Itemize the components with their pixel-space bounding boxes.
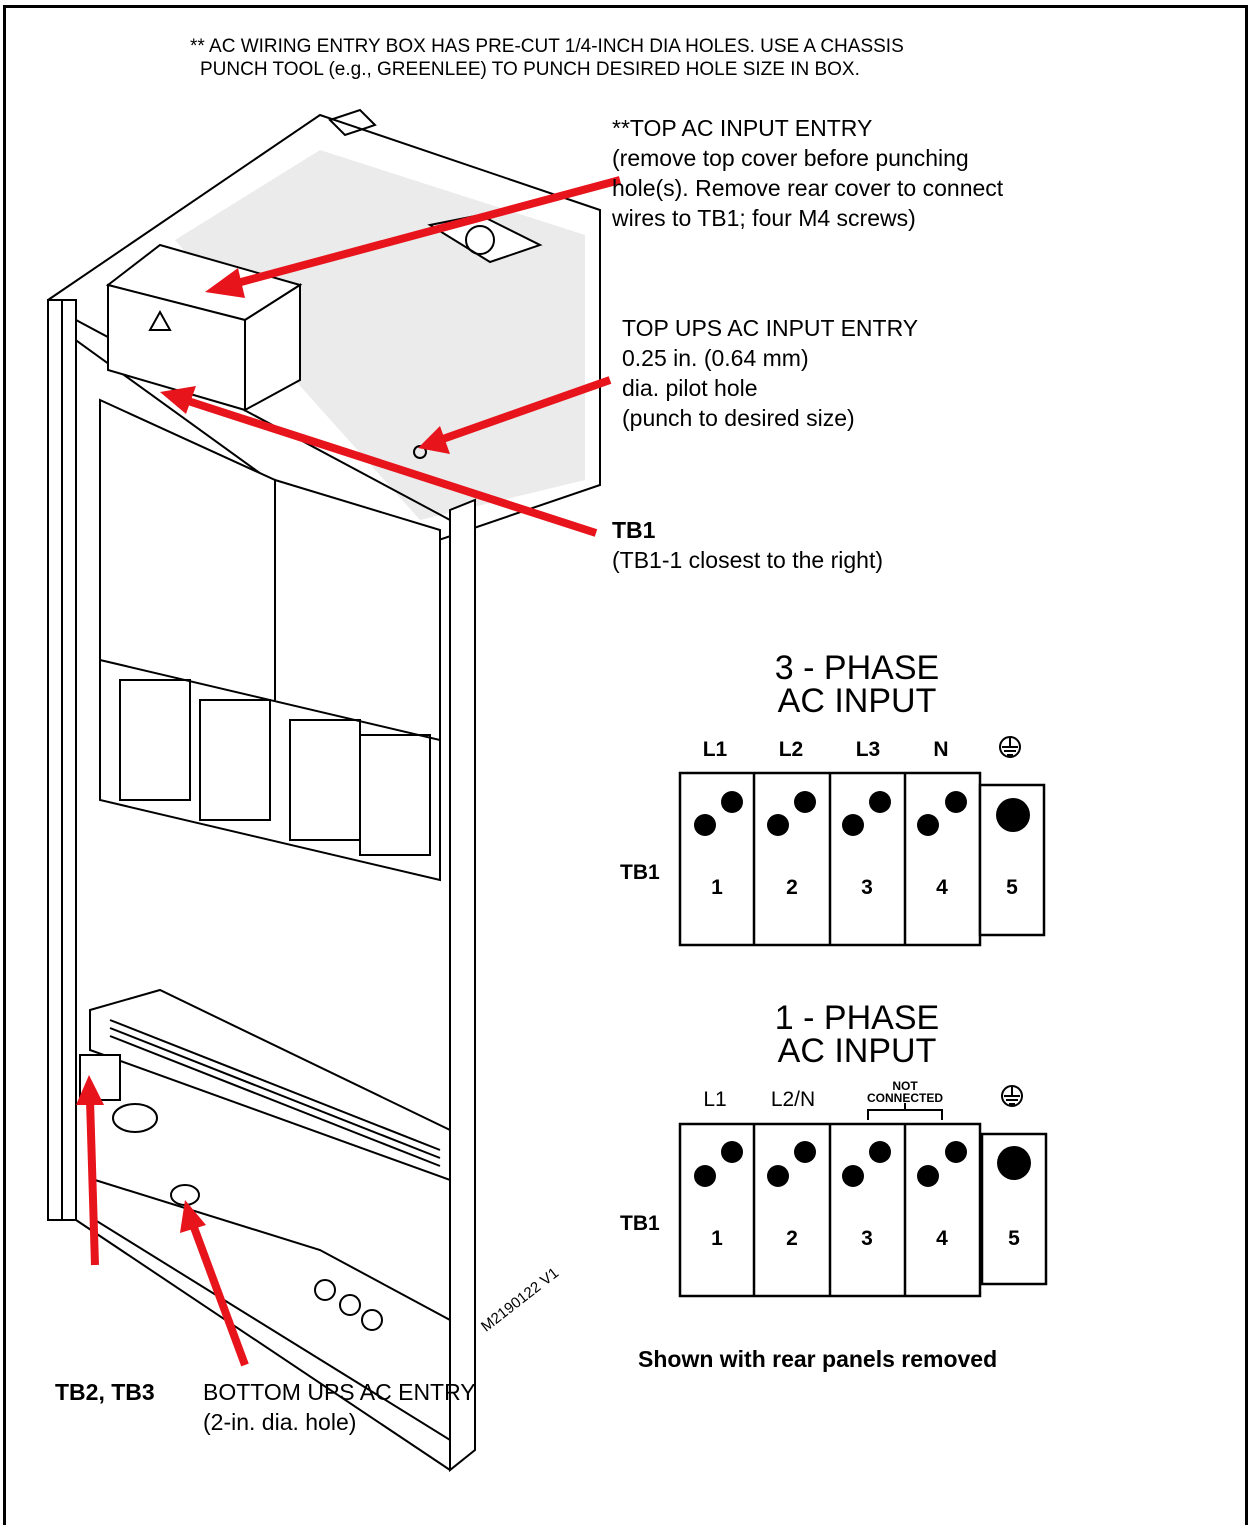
not-connected-line-2: CONNECTED [866,1091,943,1105]
one-phase-header-l1: L1 [703,1088,727,1111]
one-phase-header-l2n: L2/N [770,1088,816,1111]
note-line-2: PUNCH TOOL (e.g., GREENLEE) TO PUNCH DES… [200,59,860,80]
three-phase-title: 3 - PHASE AC INPUT [707,649,1007,720]
three-phase-title-1: 3 - PHASE [774,649,940,687]
one-phase-terminal-5: 5 [1008,1227,1020,1250]
top-ac-input-callout: **TOP AC INPUT ENTRY (remove top cover b… [612,113,1003,233]
top-ups-line-4: (punch to desired size) [622,405,855,431]
bottom-ups-line-1: BOTTOM UPS AC ENTRY [203,1379,476,1405]
one-phase-title: 1 - PHASE AC INPUT [707,999,1007,1070]
bottom-ups-entry-callout: BOTTOM UPS AC ENTRY (2-in. dia. hole) [203,1377,476,1437]
three-phase-header-l3: L3 [855,738,881,761]
tb1-callout-sub: (TB1-1 closest to the right) [612,547,883,573]
three-phase-title-2: AC INPUT [777,682,937,720]
one-phase-terminal-3: 3 [861,1227,873,1250]
tb1-callout: TB1 (TB1-1 closest to the right) [612,515,883,575]
one-phase-tb1-label: TB1 [620,1212,660,1235]
top-ac-line-3: hole(s). Remove rear cover to connect [612,175,1004,201]
three-phase-terminal-3: 3 [861,876,873,899]
top-ups-line-3: dia. pilot hole [622,375,758,401]
three-phase-header-l1: L1 [702,738,728,761]
three-phase-header-n: N [933,738,949,761]
not-connected-label: NOT CONNECTED [855,1080,955,1104]
three-phase-terminal-1: 1 [711,876,723,899]
three-phase-terminal-5: 5 [1006,876,1018,899]
figure-frame [3,5,1248,1525]
bottom-ups-line-2: (2-in. dia. hole) [203,1409,357,1435]
not-connected-line-1: NOT [892,1079,918,1093]
one-phase-terminal-4: 4 [936,1227,948,1250]
tb2-tb3-callout: TB2, TB3 [55,1379,155,1405]
wiring-box-note: ** AC WIRING ENTRY BOX HAS PRE-CUT 1/4-I… [190,35,904,81]
top-ac-line-1: **TOP AC INPUT ENTRY [612,115,873,141]
tb1-callout-title: TB1 [612,517,656,543]
three-phase-tb1-label: TB1 [620,861,660,884]
top-ac-line-4: wires to TB1; four M4 screws) [612,205,916,231]
top-ups-line-2: 0.25 in. (0.64 mm) [622,345,809,371]
three-phase-terminal-4: 4 [936,876,948,899]
top-ups-line-1: TOP UPS AC INPUT ENTRY [622,315,919,341]
three-phase-terminal-2: 2 [786,876,798,899]
top-ac-line-2: (remove top cover before punching [612,145,969,171]
one-phase-terminal-2: 2 [786,1227,798,1250]
three-phase-header-l2: L2 [778,738,804,761]
one-phase-title-2: AC INPUT [777,1032,937,1070]
one-phase-title-1: 1 - PHASE [774,999,940,1037]
rear-panels-note: Shown with rear panels removed [638,1346,998,1372]
top-ups-input-callout: TOP UPS AC INPUT ENTRY 0.25 in. (0.64 mm… [622,313,918,433]
note-line-1: ** AC WIRING ENTRY BOX HAS PRE-CUT 1/4-I… [190,36,904,57]
one-phase-terminal-1: 1 [711,1227,723,1250]
